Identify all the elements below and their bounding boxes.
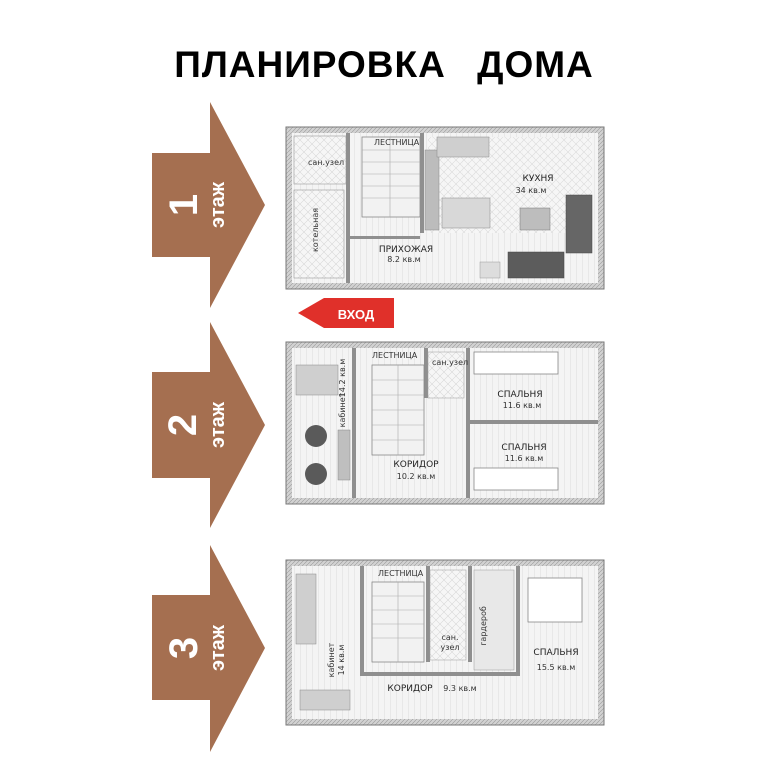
- floor-1-plan: сан.узел ЛЕСТНИЦА КУХНЯ 34 кв.м котельна…: [285, 126, 605, 290]
- f3-room-bathroom-area: узел: [440, 643, 459, 652]
- f3-room-bedroom-name: СПАЛЬНЯ: [533, 648, 578, 658]
- floor-3-arrow: 3 этаж: [152, 545, 265, 752]
- f1-room-hall-name: ПРИХОЖАЯ: [379, 245, 433, 255]
- f2-room-bedroom-1-area: 11.6 кв.м: [503, 401, 541, 410]
- entrance-label: ВХОД: [338, 307, 375, 322]
- f3-room-stairs-name: ЛЕСТНИЦА: [378, 569, 424, 578]
- f2-room-office-area: 14.2 кв.м: [338, 359, 347, 397]
- f2-room-stairs-name: ЛЕСТНИЦА: [372, 351, 418, 360]
- f2-room-corridor-area: 10.2 кв.м: [397, 472, 435, 481]
- floor-2-number: 2: [161, 414, 205, 436]
- floor-3-number: 3: [162, 637, 206, 659]
- entrance-arrow: ВХОД: [298, 298, 394, 328]
- f2-room-corridor-name: КОРИДОР: [393, 460, 439, 470]
- f2-room-bathroom-name: сан.узел: [432, 358, 468, 367]
- f3-room-corridor-name: КОРИДОР: [387, 684, 433, 694]
- f1-room-kitchen-area: 34 кв.м: [516, 186, 547, 195]
- floor-2-arrow: 2 этаж: [152, 322, 265, 528]
- f2-room-bedroom-2-name: СПАЛЬНЯ: [501, 443, 546, 453]
- f1-room-bathroom-name: сан.узел: [308, 158, 344, 167]
- page-title: ПЛАНИРОВКА ДОМА: [174, 44, 594, 85]
- f3-room-bathroom-name: сан.: [441, 633, 458, 642]
- f3-room-corridor-area: 9.3 кв.м: [443, 684, 476, 693]
- f1-room-kitchen-name: КУХНЯ: [522, 174, 553, 184]
- f2-room-bedroom-1-name: СПАЛЬНЯ: [497, 390, 542, 400]
- floor-1-number: 1: [162, 194, 206, 216]
- floor-1-word: этаж: [207, 181, 229, 228]
- f1-room-stairs-name: ЛЕСТНИЦА: [374, 138, 420, 147]
- f3-room-wardrobe-name: гардероб: [479, 606, 488, 646]
- floor-3-word: этаж: [207, 624, 229, 671]
- floor-3-plan: ЛЕСТНИЦА кабинет 14 кв.м сан. узел гарде…: [285, 559, 605, 726]
- f1-room-hall-area: 8.2 кв.м: [387, 255, 420, 264]
- f3-room-bedroom-area: 15.5 кв.м: [537, 663, 575, 672]
- floor-1-arrow: 1 этаж: [152, 102, 265, 308]
- f2-room-office-name: кабинет: [338, 392, 347, 427]
- f3-room-office-area: 14 кв.м: [337, 645, 346, 676]
- f3-room-office-name: кабинет: [327, 642, 336, 677]
- f2-room-bedroom-2-area: 11.6 кв.м: [505, 454, 543, 463]
- floor-2-plan: ЛЕСТНИЦА сан.узел СПАЛЬНЯ 11.6 кв.м каби…: [285, 341, 605, 505]
- floor-2-word: этаж: [207, 401, 229, 448]
- f1-room-boiler-name: котельная: [311, 208, 320, 252]
